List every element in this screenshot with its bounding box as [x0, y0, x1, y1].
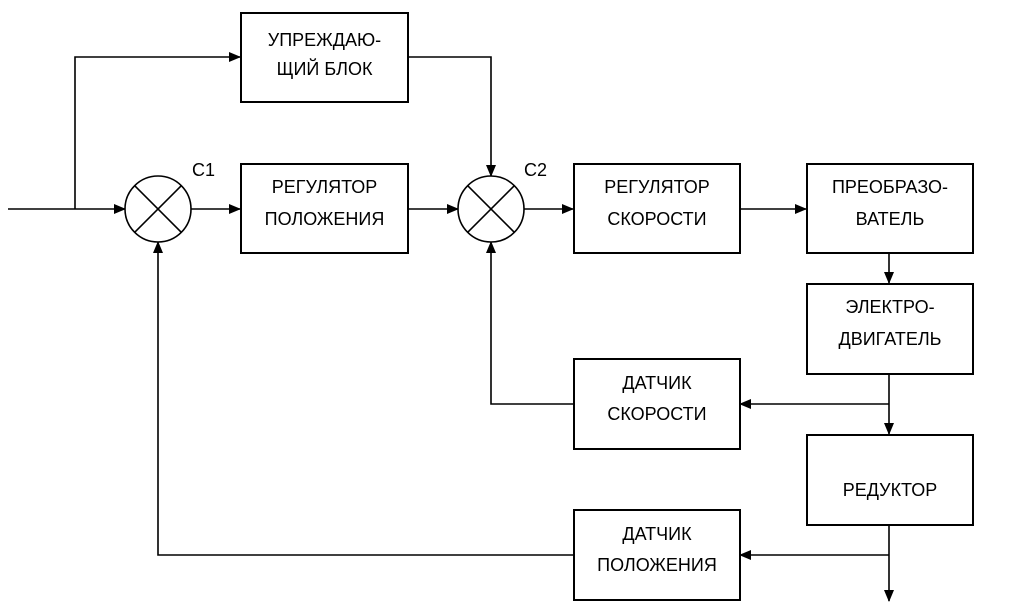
converter-block: ПРЕОБРАЗО- ВАТЕЛЬ	[806, 163, 974, 254]
summing-junction-c2: С2	[457, 160, 547, 243]
speed-sensor-block: ДАТЧИК СКОРОСТИ	[573, 358, 741, 450]
position-controller-block-label-line1: РЕГУЛЯТОР	[272, 177, 378, 197]
motor-block: ЭЛЕКТРО- ДВИГАТЕЛЬ	[806, 283, 974, 375]
converter-block-frame	[806, 163, 974, 254]
position-sensor-block: ДАТЧИК ПОЛОЖЕНИЯ	[573, 509, 741, 601]
position-sensor-block-frame	[573, 509, 741, 601]
feedforward-branch-line	[74, 52, 241, 209]
speed-sensor-block-frame	[573, 358, 741, 450]
gearbox-block-frame	[806, 434, 974, 526]
speed-feedback-line	[486, 241, 573, 405]
feedforward-block-frame	[240, 12, 409, 103]
feedforward-block-label-line2: ЩИЙ БЛОК	[277, 58, 373, 79]
position-sensor-block-label-line2: ПОЛОЖЕНИЯ	[597, 555, 717, 575]
position-controller-block: РЕГУЛЯТОР ПОЛОЖЕНИЯ	[240, 163, 409, 254]
position-controller-block-frame	[240, 163, 409, 254]
motor-block-label-line2: ДВИГАТЕЛЬ	[839, 329, 942, 349]
signal-lines	[8, 52, 894, 602]
gearbox-block: РЕДУКТОР	[806, 434, 974, 526]
converter-block-label-line1: ПРЕОБРАЗО-	[832, 177, 948, 197]
speed-controller-block-frame	[573, 163, 741, 254]
summing-junction-c1: С1	[124, 160, 215, 243]
feedforward-block: УПРЕЖДАЮ- ЩИЙ БЛОК	[240, 12, 409, 103]
position-controller-block-label-line2: ПОЛОЖЕНИЯ	[265, 209, 385, 229]
feedforward-block-label-line1: УПРЕЖДАЮ-	[268, 30, 381, 50]
motor-block-label-line1: ЭЛЕКТРО-	[845, 297, 934, 317]
position-sensor-block-label-line1: ДАТЧИК	[622, 524, 692, 544]
speed-controller-block: РЕГУЛЯТОР СКОРОСТИ	[573, 163, 741, 254]
motor-block-frame	[806, 283, 974, 375]
speed-sensor-block-label-line1: ДАТЧИК	[622, 373, 692, 393]
feedforward-to-c2-line	[408, 56, 496, 177]
summing-junction-c2-label: С2	[524, 160, 547, 180]
speed-controller-block-label-line1: РЕГУЛЯТОР	[604, 177, 710, 197]
summing-junction-c1-cross	[134, 185, 182, 233]
summing-junction-c1-label: С1	[192, 160, 215, 180]
gearbox-block-label: РЕДУКТОР	[843, 480, 938, 500]
speed-sensor-block-label-line2: СКОРОСТИ	[607, 404, 706, 424]
speed-controller-block-label-line2: СКОРОСТИ	[607, 209, 706, 229]
summing-junction-c2-cross	[467, 185, 515, 233]
position-feedback-line	[153, 241, 573, 556]
converter-block-label-line2: ВАТЕЛЬ	[856, 209, 925, 229]
